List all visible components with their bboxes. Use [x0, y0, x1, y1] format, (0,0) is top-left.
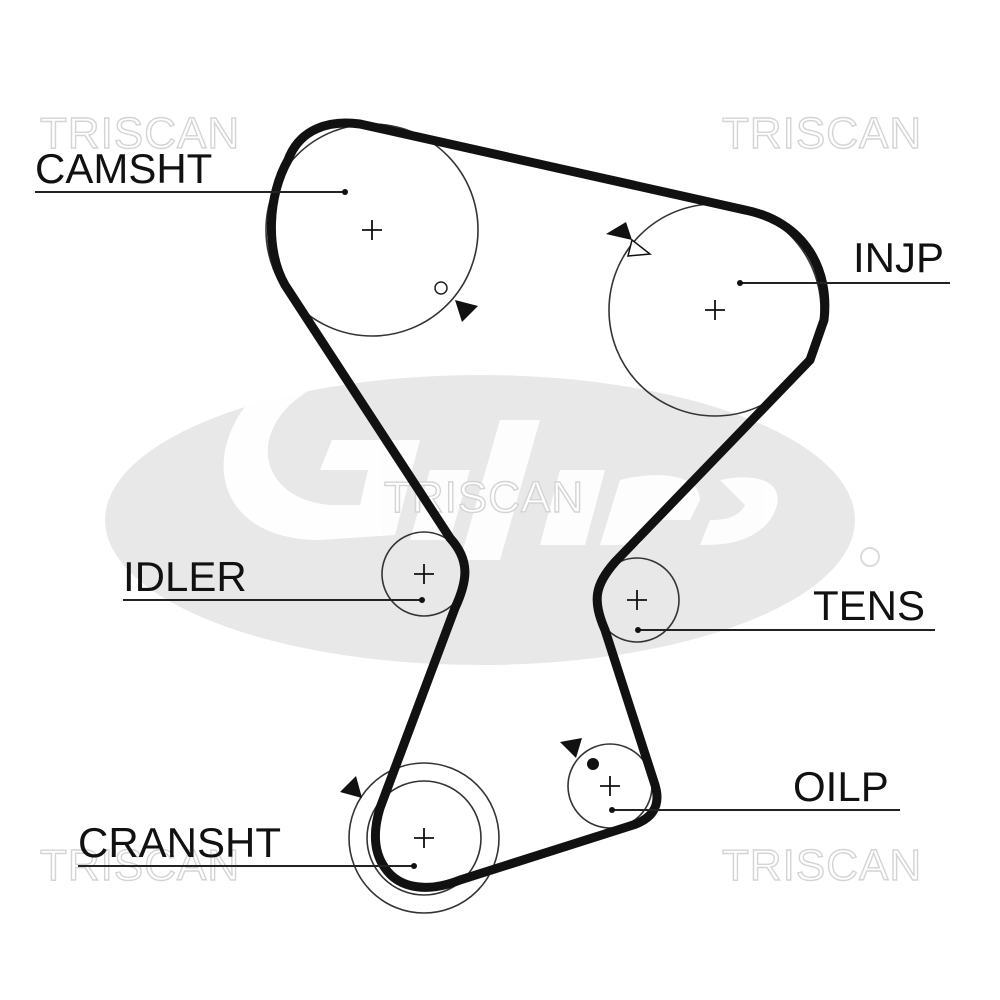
- crankshaft-timing-arrow-icon: [340, 776, 362, 798]
- oil-pump-pulley: [560, 738, 653, 829]
- camshaft-center-mark: [362, 220, 382, 240]
- leader-lines: [35, 189, 950, 869]
- gates-logo-lettering: [223, 334, 778, 560]
- tensioner-center-mark: [627, 590, 647, 610]
- label-crankshaft: CRANSHT: [78, 819, 281, 866]
- idler-center-mark: [414, 564, 434, 584]
- label-oil-pump: OILP: [793, 763, 889, 810]
- label-camshaft: CAMSHT: [35, 145, 212, 192]
- injection-pump-timing-arrow-icon: [606, 222, 632, 240]
- watermark-bottom-right: TRISCAN: [722, 841, 922, 890]
- crankshaft-center-mark: [414, 828, 434, 848]
- watermark-top-right: TRISCAN: [722, 109, 922, 158]
- injection-pump-timing-mark: [627, 238, 652, 257]
- camshaft-timing-mark: [434, 281, 448, 295]
- label-injection-pump: INJP: [853, 234, 944, 281]
- oil-pump-timing-mark: [587, 758, 599, 770]
- watermark-top-left: TRISCAN: [40, 109, 240, 158]
- injection-pump-center-mark: [705, 300, 725, 320]
- camshaft-timing-arrow-icon: [455, 300, 478, 322]
- label-idler: IDLER: [123, 553, 247, 600]
- label-tensioner: TENS: [813, 582, 925, 629]
- timing-belt: [267, 118, 830, 892]
- oil-pump-timing-arrow-icon: [560, 738, 582, 758]
- gates-logo: [105, 334, 880, 665]
- crankshaft-pulley: [340, 762, 500, 914]
- registered-mark-icon: [860, 547, 880, 567]
- oil-pump-center-mark: [600, 776, 620, 796]
